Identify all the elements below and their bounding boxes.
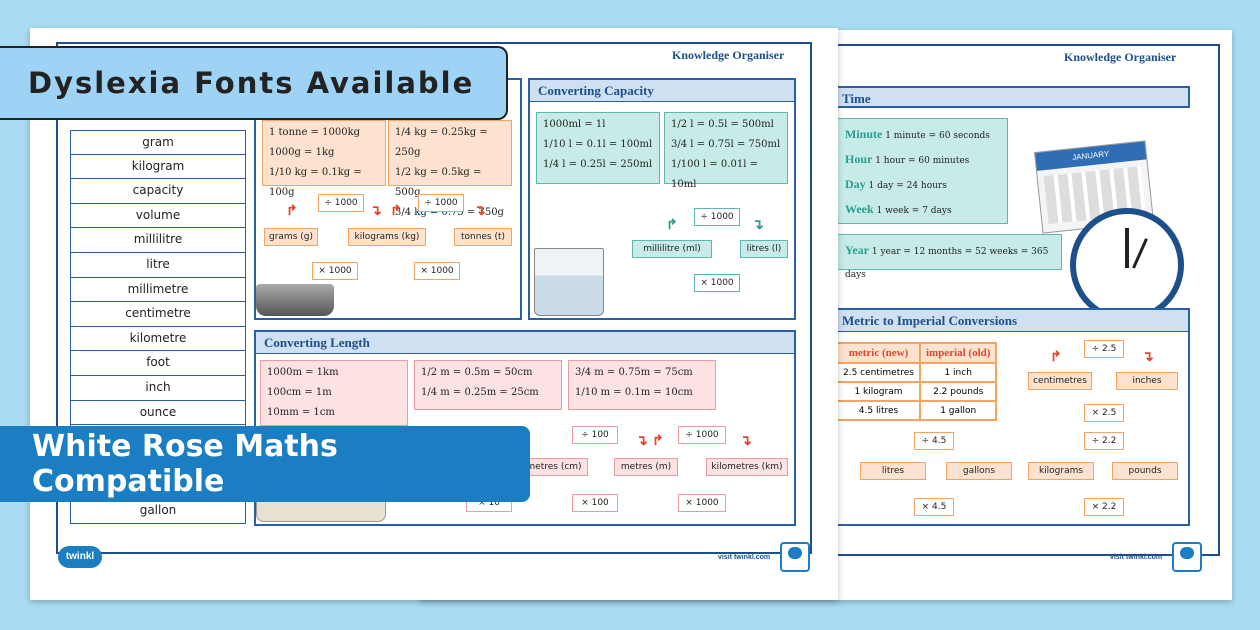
tag-metres: metres (m)	[614, 458, 678, 476]
tag-mass-div-2: ÷ 1000	[418, 194, 464, 212]
tag-gallons: gallons	[946, 462, 1012, 480]
list-item: ounce	[70, 400, 246, 426]
tag-centimetres: centimetres	[1028, 372, 1092, 390]
tag-grams: grams (g)	[264, 228, 318, 246]
list-item: litre	[70, 252, 246, 278]
tag-cap-mul: × 1000	[694, 274, 740, 292]
imperial-title: Metric to Imperial Conversions	[834, 310, 1188, 332]
dyslexia-fonts-text: Dyslexia Fonts Available	[28, 66, 475, 100]
list-item: volume	[70, 203, 246, 229]
list-item: kilogram	[70, 154, 246, 180]
list-item: millilitre	[70, 228, 246, 253]
tag-len-mul-1: × 100	[572, 494, 618, 512]
tag-kilograms-mass: kilograms (kg)	[348, 228, 426, 246]
time-title: Time	[832, 86, 1190, 108]
right-sheet-header: Knowledge Organiser	[1064, 50, 1177, 64]
left-sheet-frame	[56, 42, 812, 554]
tag-tonnes: tonnes (t)	[454, 228, 512, 246]
left-sheet-header: Knowledge Organiser	[672, 48, 785, 62]
right-award-badge	[1172, 542, 1202, 572]
tag-div-2.5: ÷ 2.5	[1084, 340, 1124, 358]
tag-mass-div-1: ÷ 1000	[318, 194, 364, 212]
dyslexia-fonts-banner: Dyslexia Fonts Available	[0, 46, 508, 120]
tag-inches: inches	[1116, 372, 1178, 390]
year-unit: Year	[845, 243, 869, 257]
left-award-badge	[780, 542, 810, 572]
imperial-header-metric: metric (new)	[836, 342, 921, 364]
length-box-3: 3/4 m = 0.75m = 75cm 1/10 m = 0.1m = 10c…	[568, 360, 716, 410]
tag-mass-mul-2: × 1000	[414, 262, 460, 280]
length-box-1: 1000m = 1km 100cm = 1m 10mm = 1cm	[260, 360, 408, 426]
tag-mul-4.5: × 4.5	[914, 498, 954, 516]
twinkl-logo[interactable]: twinkl	[58, 546, 102, 568]
mass-box-1: 1 tonne = 1000kg 1000g = 1kg 1/10 kg = 0…	[262, 120, 386, 198]
year-text: 1 year = 12 months = 52 weeks = 365 days	[845, 247, 1049, 280]
length-box-2: 1/2 m = 0.5m = 50cm 1/4 m = 0.25m = 25cm	[414, 360, 562, 410]
left-visit-link[interactable]: visit twinkl.com	[718, 554, 771, 561]
clock-icon	[1070, 208, 1184, 322]
tag-pounds: pounds	[1112, 462, 1178, 480]
tag-div-2.2: ÷ 2.2	[1084, 432, 1124, 450]
right-visit-link[interactable]: visit twinkl.com	[1110, 554, 1163, 561]
capacity-box-1: 1000ml = 1l 1/10 l = 0.1l = 100ml 1/4 l …	[536, 112, 660, 184]
mass-box-2: 1/4 kg = 0.25kg = 250g 1/2 kg = 0.5kg = …	[388, 120, 512, 218]
time-line-day: Day 1 day = 24 hours	[845, 177, 947, 191]
scales-image	[256, 284, 334, 316]
list-item: kilometre	[70, 326, 246, 352]
tag-len-mul-2: × 1000	[678, 494, 726, 512]
measuring-jug-image	[534, 248, 604, 316]
vocabulary-list: gram kilogram capacity volume millilitre…	[70, 130, 246, 524]
time-line-minute: Minute 1 minute = 60 seconds	[845, 127, 990, 141]
tag-kilometres: kilometres (km)	[706, 458, 788, 476]
length-title: Converting Length	[256, 332, 794, 354]
tag-mul-2.2: × 2.2	[1084, 498, 1124, 516]
list-item: gram	[70, 130, 246, 155]
tag-cap-div: ÷ 1000	[694, 208, 740, 226]
list-item: millimetre	[70, 277, 246, 303]
list-item: centimetre	[70, 302, 246, 327]
white-rose-banner: White Rose Maths Compatible	[0, 426, 530, 502]
imperial-header-imperial: imperial (old)	[918, 342, 998, 364]
tag-mul-2.5: × 2.5	[1084, 404, 1124, 422]
tag-kilograms: kilograms	[1028, 462, 1094, 480]
capacity-box-2: 1/2 l = 0.5l = 500ml 3/4 l = 0.75l = 750…	[664, 112, 788, 190]
tag-litres-cap: litres (l)	[740, 240, 788, 258]
list-item: inch	[70, 375, 246, 401]
time-line-week: Week 1 week = 7 days	[845, 202, 952, 216]
time-box: Minute 1 minute = 60 seconds Hour 1 hour…	[836, 118, 1008, 224]
tag-len-div-2: ÷ 1000	[678, 426, 726, 444]
tag-litres: litres	[860, 462, 926, 480]
time-line-hour: Hour 1 hour = 60 minutes	[845, 152, 970, 166]
tag-len-div-1: ÷ 100	[572, 426, 618, 444]
tag-div-4.5: ÷ 4.5	[914, 432, 954, 450]
list-item: capacity	[70, 179, 246, 204]
white-rose-text: White Rose Maths Compatible	[32, 429, 338, 499]
tag-millilitre: millilitre (ml)	[632, 240, 712, 258]
tag-mass-mul-1: × 1000	[312, 262, 358, 280]
list-item: gallon	[70, 499, 246, 524]
list-item: foot	[70, 351, 246, 376]
capacity-title: Converting Capacity	[530, 80, 794, 102]
tag-centimetres-len: metres (cm)	[520, 458, 588, 476]
year-box: Year 1 year = 12 months = 52 weeks = 365…	[836, 234, 1062, 280]
imperial-table: metric (new) imperial (old) 2.5 centimet…	[836, 342, 998, 421]
